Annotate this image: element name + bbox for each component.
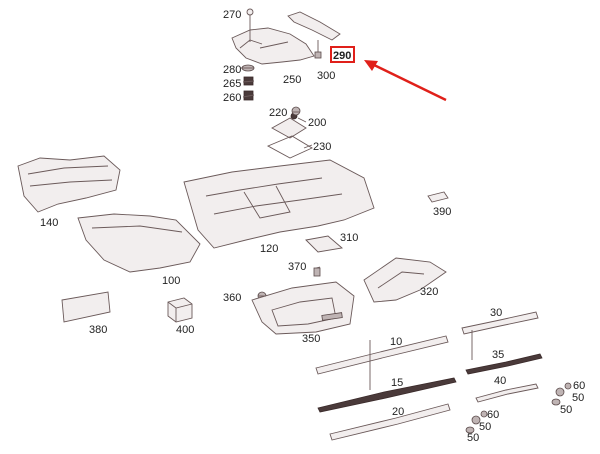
part-40-sill-trim: [475, 383, 539, 403]
callout-220: 220: [269, 107, 287, 119]
part-15-sill-strip: [317, 377, 457, 413]
fasteners-right: [551, 382, 572, 406]
callout-280: 280: [223, 64, 241, 76]
callout-100: 100: [162, 275, 180, 287]
part-250-cover: [231, 27, 315, 65]
part-380-sheet: [61, 291, 111, 323]
callout-390: 390: [433, 206, 451, 218]
callout-230: 230: [313, 141, 331, 153]
callout-20: 20: [392, 406, 404, 418]
part-30-sill-strip: [461, 311, 539, 360]
callout-120: 120: [260, 243, 278, 255]
callout-300: 300: [317, 70, 335, 82]
callout-15: 15: [391, 377, 403, 389]
callout-35: 35: [492, 349, 504, 361]
callout-140: 140: [40, 217, 58, 229]
callout-200: 200: [308, 117, 326, 129]
part-310-pad: [305, 235, 344, 253]
part-140-floor-covering: [17, 155, 121, 213]
callout-260: 260: [223, 92, 241, 104]
part-10-sill-strip: [315, 335, 449, 390]
callout-310: 310: [340, 232, 358, 244]
callout-290-highlight: [330, 46, 355, 63]
part-35-sill-strip: [465, 353, 543, 375]
callout-60-lower: 60: [487, 409, 499, 421]
part-320-bracket: [363, 257, 447, 303]
callout-350: 350: [302, 333, 320, 345]
part-270-clip: [246, 8, 254, 42]
arrow-to-290: [364, 60, 447, 102]
callout-50-lower-upper: 50: [479, 421, 491, 433]
callout-360: 360: [223, 292, 241, 304]
part-120-floor-panel: [183, 159, 375, 249]
part-400-block: [167, 297, 193, 323]
part-390-strip: [427, 191, 449, 203]
part-290-trim: [287, 11, 341, 52]
part-220-clip: [291, 106, 301, 116]
callout-60-right: 60: [573, 380, 585, 392]
fasteners-lower: [465, 410, 488, 434]
callout-400: 400: [176, 324, 194, 336]
part-370-screw: [313, 267, 321, 277]
part-20-sill-trim: [329, 403, 451, 441]
callout-380: 380: [89, 324, 107, 336]
callout-270: 270: [223, 9, 241, 21]
callout-40: 40: [494, 375, 506, 387]
part-230-frame: [266, 135, 313, 159]
callout-290: 290: [333, 50, 351, 62]
callout-50-right-upper: 50: [572, 392, 584, 404]
leader-lines: [240, 67, 321, 297]
callout-50-right-lower: 50: [560, 404, 572, 416]
part-300-screw: [314, 51, 322, 59]
part-100-rear-carpet: [77, 213, 201, 273]
callout-10: 10: [390, 336, 402, 348]
callout-320: 320: [420, 286, 438, 298]
callout-30: 30: [490, 307, 502, 319]
callout-250: 250: [283, 74, 301, 86]
callout-370: 370: [288, 261, 306, 273]
part-350-tray: [251, 281, 355, 335]
callout-265: 265: [223, 78, 241, 90]
callout-50-lower-lower: 50: [467, 432, 479, 444]
